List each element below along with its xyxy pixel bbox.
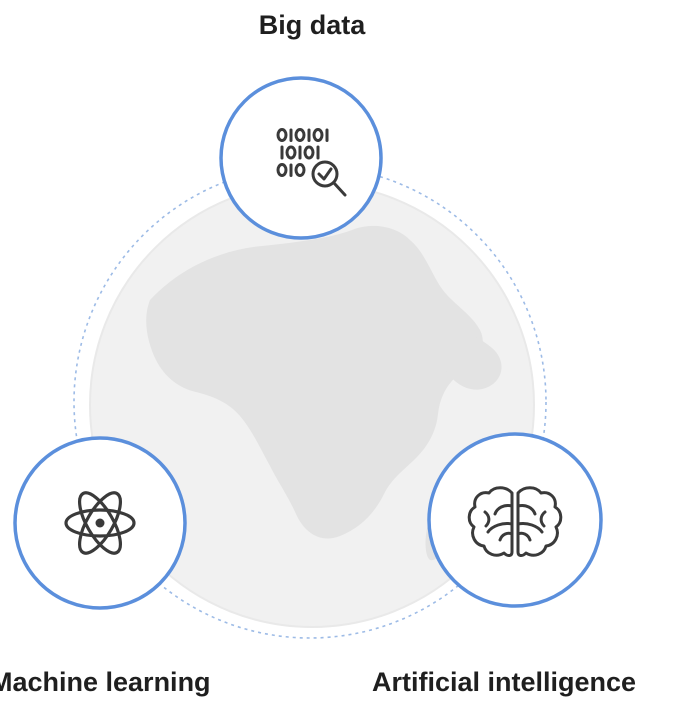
label-artificial-intelligence: Artificial intelligence [372, 667, 637, 697]
atom-icon [64, 491, 136, 555]
node-machine-learning [13, 436, 187, 610]
node-ring-artificial-intelligence [427, 432, 603, 608]
label-machine-learning: Machine learning [0, 667, 211, 697]
binary-magnifier-icon [276, 128, 347, 197]
brain-icon [467, 486, 563, 557]
globe-landmass-arabia [431, 328, 502, 390]
label-big-data: Big data [258, 10, 366, 40]
dashed-connector-circle [73, 165, 547, 639]
node-artificial-intelligence [427, 432, 603, 608]
globe-landmass-europe-africa [146, 225, 483, 539]
node-big-data [219, 76, 383, 240]
